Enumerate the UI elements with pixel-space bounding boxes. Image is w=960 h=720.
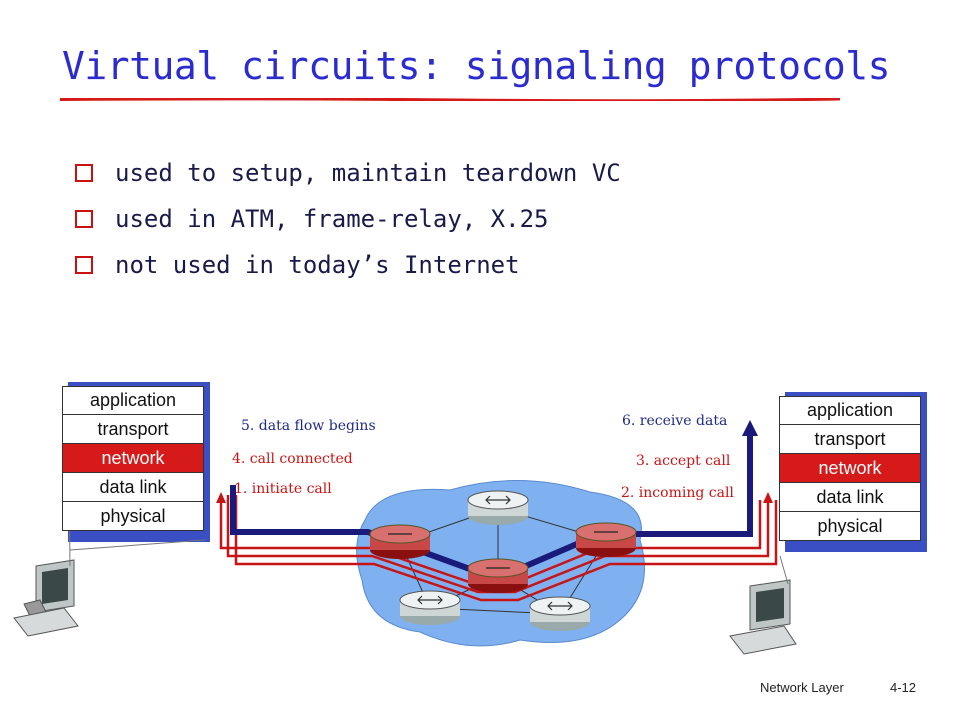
left-protocol-stack: application transport network data link … (62, 386, 204, 531)
left-computer-icon (13, 384, 206, 637)
layer-data-link: data link (779, 483, 921, 512)
layer-transport: transport (62, 415, 204, 444)
bullet-item: used to setup, maintain teardown VC (75, 150, 621, 196)
bullet-text: not used in today’s Internet (115, 251, 520, 279)
layer-application: application (62, 386, 204, 415)
label-data-flow: 5. data flow begins (241, 418, 376, 434)
slide-title: Virtual circuits: signaling protocols (62, 44, 890, 88)
layer-physical: physical (62, 502, 204, 531)
bullet-list: used to setup, maintain teardown VC used… (75, 150, 621, 288)
bullet-box-icon (75, 256, 93, 274)
bullet-box-icon (75, 210, 93, 228)
router-icon (467, 490, 529, 525)
label-accept-call: 3. accept call (636, 453, 731, 469)
label-initiate-call: 1. initiate call (234, 481, 332, 497)
layer-network: network (779, 454, 921, 483)
label-call-connected: 4. call connected (232, 451, 353, 467)
layer-network: network (62, 444, 204, 473)
label-receive-data: 6. receive data (622, 413, 728, 429)
router-icon (369, 524, 431, 559)
layer-application: application (779, 396, 921, 425)
title-underline (60, 98, 840, 101)
bullet-box-icon (75, 164, 93, 182)
router-icon (575, 522, 637, 557)
right-computer-icon (729, 555, 797, 655)
bullet-text: used to setup, maintain teardown VC (115, 159, 621, 187)
label-incoming-call: 2. incoming call (621, 485, 734, 501)
layer-transport: transport (779, 425, 921, 454)
right-protocol-stack: application transport network data link … (779, 396, 921, 541)
layer-physical: physical (779, 512, 921, 541)
footer-section: Network Layer (760, 680, 844, 695)
layer-data-link: data link (62, 473, 204, 502)
router-icon (467, 558, 529, 593)
bullet-item: not used in today’s Internet (75, 242, 621, 288)
bullet-text: used in ATM, frame-relay, X.25 (115, 205, 549, 233)
bullet-item: used in ATM, frame-relay, X.25 (75, 196, 621, 242)
router-icon (529, 596, 591, 631)
footer-page-number: 4-12 (890, 680, 917, 695)
router-icon (399, 590, 461, 625)
